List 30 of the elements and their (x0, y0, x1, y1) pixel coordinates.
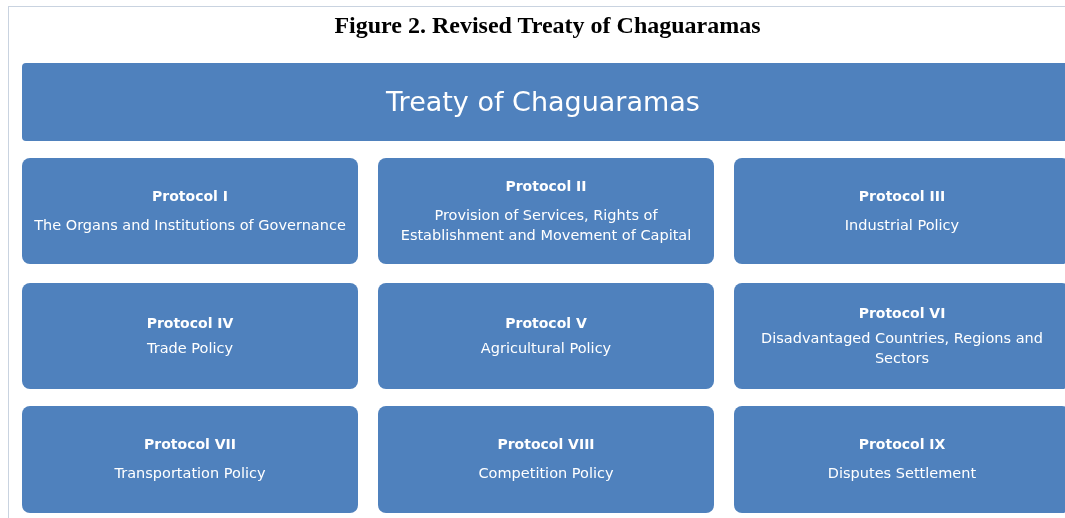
protocol-box (378, 158, 714, 264)
protocol-box (378, 406, 714, 513)
protocol-heading: Protocol VII (144, 435, 236, 454)
protocol-description: Disadvantaged Countries, Regions and Sectors (760, 328, 1044, 369)
protocol-box (734, 406, 1065, 513)
protocol-heading: Protocol IX (858, 435, 946, 454)
protocol-description: Trade Policy (147, 338, 233, 358)
protocol-description: The Organs and Institutions of Governance (34, 215, 346, 235)
protocol-heading: Protocol VIII (497, 435, 595, 454)
protocol-heading: Protocol V (505, 313, 587, 332)
protocol-description: Transportation Policy (114, 464, 266, 484)
protocol-heading: Protocol I (152, 186, 228, 205)
banner-box (22, 63, 1065, 141)
protocol-description: Disputes Settlement (827, 464, 977, 484)
protocol-description: Competition Policy (478, 464, 614, 484)
protocol-box (378, 283, 714, 389)
protocol-description: Agricultural Policy (480, 338, 612, 358)
protocol-box (734, 283, 1065, 389)
protocol-heading: Protocol IV (146, 313, 234, 332)
protocol-box (22, 158, 358, 264)
protocol-box (22, 406, 358, 513)
protocol-description: Industrial Policy (844, 215, 960, 235)
protocol-heading: Protocol II (505, 176, 587, 195)
protocol-description: Provision of Services, Rights of Establishment and Movement of Capital (399, 205, 693, 246)
figure-title: Figure 2. Revised Treaty of Chaguaramas (333, 12, 762, 39)
protocol-heading: Protocol VI (858, 303, 946, 322)
banner-title: Treaty of Chaguaramas (386, 85, 700, 119)
protocol-heading: Protocol III (858, 186, 946, 205)
protocol-box (22, 283, 358, 389)
protocol-box (734, 158, 1065, 264)
